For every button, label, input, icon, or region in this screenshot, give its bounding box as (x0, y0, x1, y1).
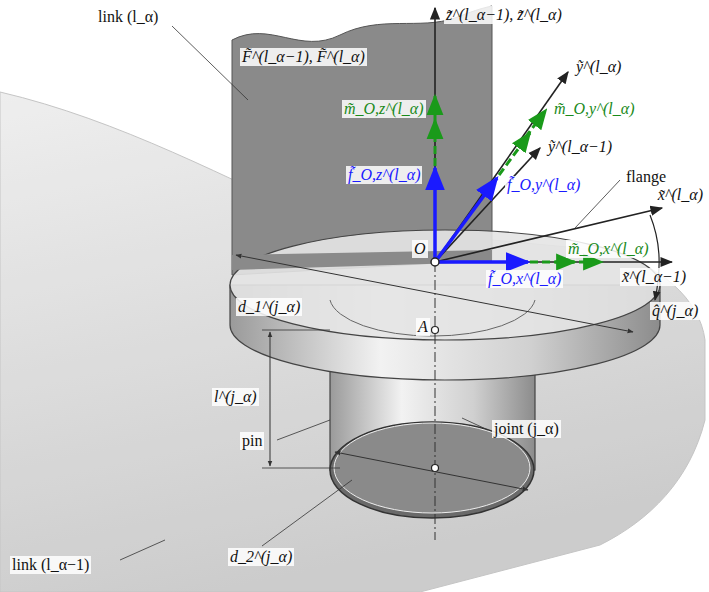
moment-label: m̃_O,x^(l_α) (566, 240, 650, 258)
axis-label: x̃^(l_α) (656, 186, 705, 204)
frame-label: F̃^(l_α−1), F̃^(l_α) (240, 48, 367, 66)
part-name: flange (624, 168, 668, 186)
angle-label: q̂^(j_α) (650, 302, 700, 320)
dimension-label: d_2^(j_α) (228, 548, 294, 566)
point-label: O (412, 240, 428, 258)
force-label: f̃_O,z^(l_α) (346, 166, 422, 184)
part-name: link (l_α) (96, 8, 160, 26)
force-label: f̃_O,x^(l_α) (486, 270, 563, 288)
dimension-label: l^(j_α) (212, 388, 259, 406)
part-name: pin (240, 432, 264, 450)
moment-label: m̃_O,y^(l_α) (552, 100, 636, 118)
dimension-label: d_1^(j_α) (236, 298, 302, 316)
axis-label: z̃^(l_α−1), z̃^(l_α) (444, 6, 564, 24)
part-name: link (l_α−1) (10, 556, 91, 574)
axis-label: x̃^(l_α−1) (620, 268, 688, 286)
part-name: joint (j_α) (492, 420, 561, 438)
force-label: f̃_O,y^(l_α) (505, 176, 582, 194)
point-label: A (416, 318, 430, 336)
moment-label: m̃_O,z^(l_α) (342, 100, 426, 118)
axis-label: ỹ^(l_α) (574, 58, 623, 76)
axis-label: ỹ^(l_α−1) (546, 138, 614, 156)
